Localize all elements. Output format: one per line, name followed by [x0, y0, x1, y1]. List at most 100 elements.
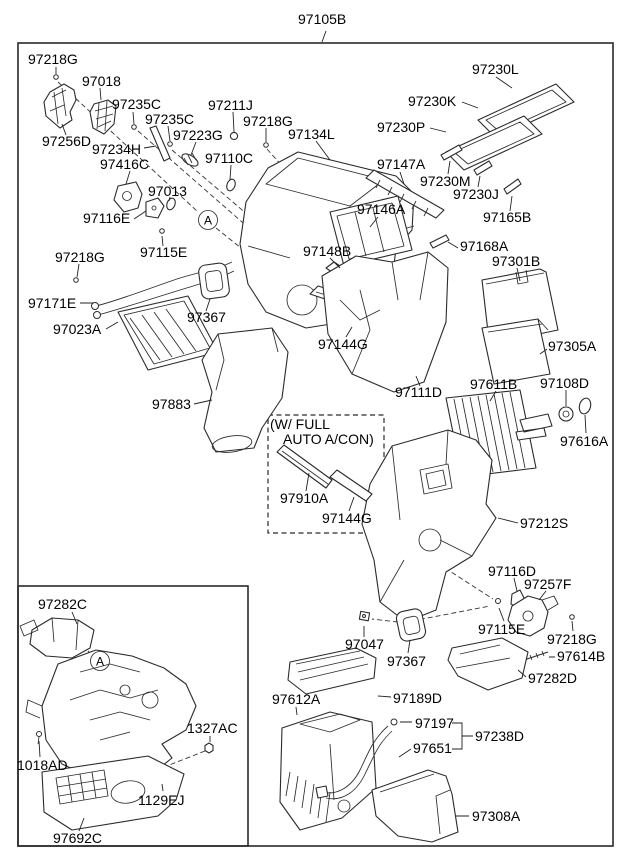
part-label-97238d: 97238D	[475, 728, 524, 744]
part-97910a-edge	[281, 450, 329, 485]
part-97282d-duct	[447, 637, 529, 691]
note-box-line1: (W/ FULL	[270, 416, 330, 432]
part-97257f-hub	[522, 610, 534, 622]
part-97416c-hub	[122, 191, 132, 201]
part-97110c-clip	[226, 178, 236, 192]
part-97230l-seal-inner	[485, 89, 567, 133]
part-97134l-detail	[247, 157, 415, 323]
part-97612a-case	[279, 711, 377, 831]
part-1327ac-nut	[204, 742, 214, 754]
part-label-97230k: 97230K	[408, 93, 457, 109]
leader-lines-top	[55, 30, 331, 405]
part-heater-sub-assembly	[41, 649, 197, 777]
screw-icon	[569, 614, 575, 620]
part-label-97218g-4: 97218G	[547, 631, 597, 647]
part-97256d-detail	[49, 87, 67, 125]
view-marker-letter: A	[204, 214, 212, 228]
part-label-97171e: 97171E	[28, 295, 76, 311]
part-97197-bolt	[390, 718, 398, 726]
part-label-97651: 97651	[413, 740, 452, 756]
part-label-97230m: 97230M	[420, 173, 471, 189]
part-label-97305a: 97305A	[548, 338, 597, 354]
part-label-97367-2: 97367	[387, 653, 426, 669]
screw-icon	[159, 228, 165, 234]
part-label-97018: 97018	[82, 73, 121, 89]
part-label-97189d: 97189D	[393, 690, 442, 706]
part-label-97108d: 97108D	[540, 375, 589, 391]
screw-icon	[131, 124, 137, 130]
part-label-97115e-2: 97115E	[478, 621, 525, 637]
part-97013-clip	[166, 197, 176, 211]
part-label-97234h: 97234H	[92, 141, 141, 157]
part-97223g-spring	[181, 153, 199, 167]
part-97367-seal-2-inner	[402, 615, 421, 635]
part-97108d-grommet-inner	[562, 410, 570, 418]
part-97171e-flange	[93, 311, 101, 319]
part-97212s-detail	[379, 429, 473, 603]
part-label-97111d: 97111D	[395, 384, 442, 400]
view-marker-circle	[90, 651, 110, 671]
part-label-97257f: 97257F	[524, 576, 571, 592]
part-97018-grid	[94, 100, 114, 132]
view-marker-letter: A	[96, 655, 104, 669]
part-label-97910a: 97910A	[280, 490, 329, 506]
part-97416c-actuator	[113, 181, 143, 213]
part-97308a-panel	[371, 769, 459, 843]
part-97367-seal	[198, 262, 230, 300]
part-label-97148b: 97148B	[303, 243, 351, 259]
view-marker-a-main: A	[198, 210, 218, 230]
sub-assembly-box	[17, 585, 249, 847]
main-boundary-box	[17, 42, 614, 847]
part-label-97692c: 97692C	[53, 830, 102, 846]
part-97883-duct	[201, 327, 289, 453]
part-97223g-coils	[183, 152, 197, 166]
part-label-97013: 97013	[148, 183, 187, 199]
part-label-1129ej: 1129EJ	[138, 792, 184, 808]
part-labels: 97105B 97218G 97018 97256D 97235C 97235C…	[17, 11, 609, 846]
part-97692c-recess	[110, 780, 146, 804]
part-label-97282c: 97282C	[38, 596, 87, 612]
part-97116e-bracket	[145, 197, 165, 219]
part-97612a-port	[337, 799, 351, 813]
leader-lines	[38, 30, 587, 832]
part-label-97116e: 97116E	[83, 210, 130, 226]
part-label-97047: 97047	[345, 636, 384, 652]
part-label-97256d: 97256D	[42, 133, 91, 149]
part-label-97168a: 97168A	[460, 238, 509, 254]
part-97367-seal-inner	[204, 270, 224, 292]
part-drawings	[19, 74, 592, 843]
part-label-97883: 97883	[152, 396, 191, 412]
part-97171e-flange	[91, 302, 99, 310]
part-label-97110c: 97110C	[205, 150, 253, 166]
part-label-97416c: 97416C	[100, 156, 149, 172]
screw-icon	[36, 731, 42, 737]
leader-lines-bottom	[38, 577, 574, 832]
part-97111d-detail	[339, 251, 429, 375]
part-97230p-seal-frame	[445, 115, 543, 171]
part-97116e-hole	[151, 205, 157, 211]
part-label-97218g-2: 97218G	[243, 113, 293, 129]
view-marker-a-sub: A	[90, 651, 110, 671]
part-97257f-actuator	[507, 595, 549, 637]
part-label-97235c-2: 97235C	[145, 111, 194, 127]
part-label-97235c-1: 97235C	[112, 96, 161, 112]
part-label-97230l: 97230L	[472, 61, 519, 77]
part-label-97144g-1: 97144G	[318, 336, 368, 352]
part-sub-assembly-port	[141, 691, 159, 709]
part-97047-pin	[362, 614, 366, 618]
view-marker-circle	[198, 210, 218, 230]
part-97651-hose	[321, 725, 393, 800]
part-97305a-panel	[481, 318, 551, 385]
part-label-97147a: 97147A	[377, 156, 426, 172]
part-label-97218g-1: 97218G	[28, 51, 78, 67]
part-97367-seal-2	[395, 608, 427, 642]
part-97230m-strip	[440, 144, 463, 161]
part-label-97211j: 97211J	[208, 97, 253, 113]
part-97614b-bolt	[523, 651, 549, 661]
note-box-line2: AUTO A/CON)	[283, 431, 374, 447]
part-97282c-actuator	[29, 617, 95, 659]
part-label-97616a: 97616A	[560, 433, 609, 449]
part-97282c-detail	[19, 617, 79, 651]
